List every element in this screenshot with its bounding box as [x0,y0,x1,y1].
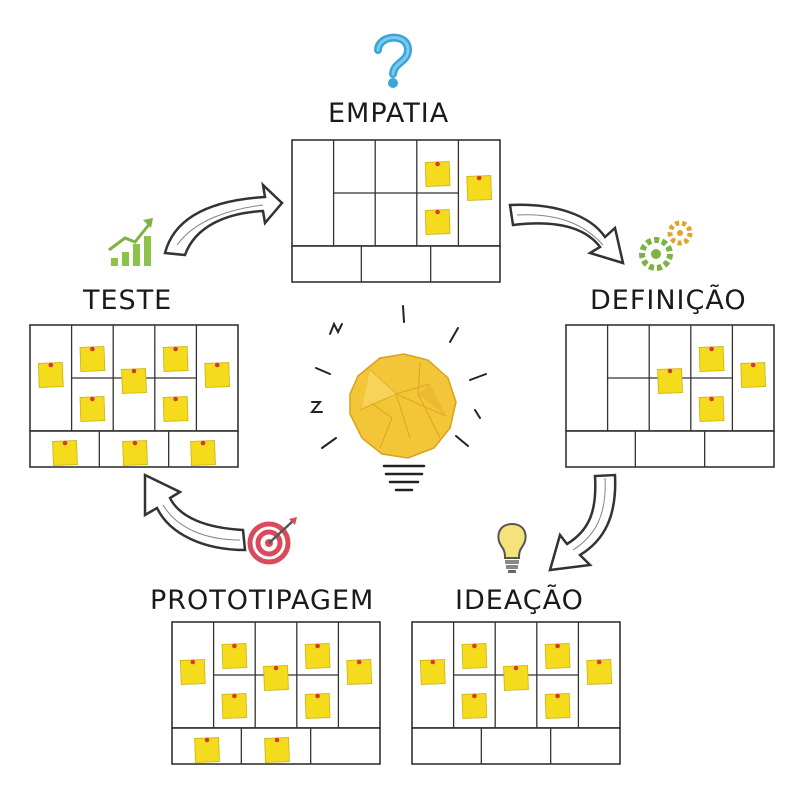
sticky-note [162,396,189,422]
sticky-note [263,665,289,691]
arrow-prototipagem-to-teste [143,473,247,552]
sticky-note [424,161,451,187]
sticky-note [264,737,290,763]
stage-title-teste: TESTE [83,285,173,316]
stage-title-ideacao: IDEAÇÃO [455,585,584,616]
sticky-note [79,396,106,422]
gears-icon [639,220,693,271]
sticky-note [162,346,189,372]
target-icon [247,517,297,565]
sticky-note [79,346,106,372]
stage-title-empatia: EMPATIA [328,98,450,129]
board-definicao [564,323,776,469]
sticky-note [698,396,725,422]
growth-chart-icon [108,218,153,266]
board-ideacao [410,620,622,766]
sticky-note [304,693,331,719]
sticky-note [466,175,493,201]
sticky-note [194,737,220,763]
sticky-note [221,643,248,669]
sticky-note [37,362,64,388]
sticky-note [221,693,248,719]
sticky-note [740,362,767,388]
sticky-note [657,368,683,394]
sticky-note [698,346,725,372]
sticky-note [346,659,373,685]
lightbulb-icon [497,522,527,573]
arrow-definicao-to-ideacao [548,473,617,572]
crumpled-paper-lightbulb-icon [309,305,487,492]
question-mark-icon [374,33,413,88]
sticky-note [121,368,147,394]
arrow-teste-to-empatia [163,181,284,257]
sticky-note [544,693,571,719]
board-prototipagem [170,620,382,766]
board-teste [28,323,240,469]
sticky-note [122,440,148,466]
sticky-note [419,659,446,685]
sticky-note [52,440,78,466]
sticky-note [503,665,529,691]
sticky-note [190,440,216,466]
sticky-note [424,209,451,235]
sticky-note [304,643,331,669]
stage-title-prototipagem: PROTOTIPAGEM [150,585,375,616]
sticky-note [179,659,206,685]
sticky-note [461,643,488,669]
board-empatia [290,138,502,284]
sticky-note [586,659,613,685]
sticky-note [544,643,571,669]
arrow-empatia-to-definicao [508,203,625,265]
sticky-note [204,362,231,388]
sticky-note [461,693,488,719]
stage-title-definicao: DEFINIÇÃO [590,285,747,316]
